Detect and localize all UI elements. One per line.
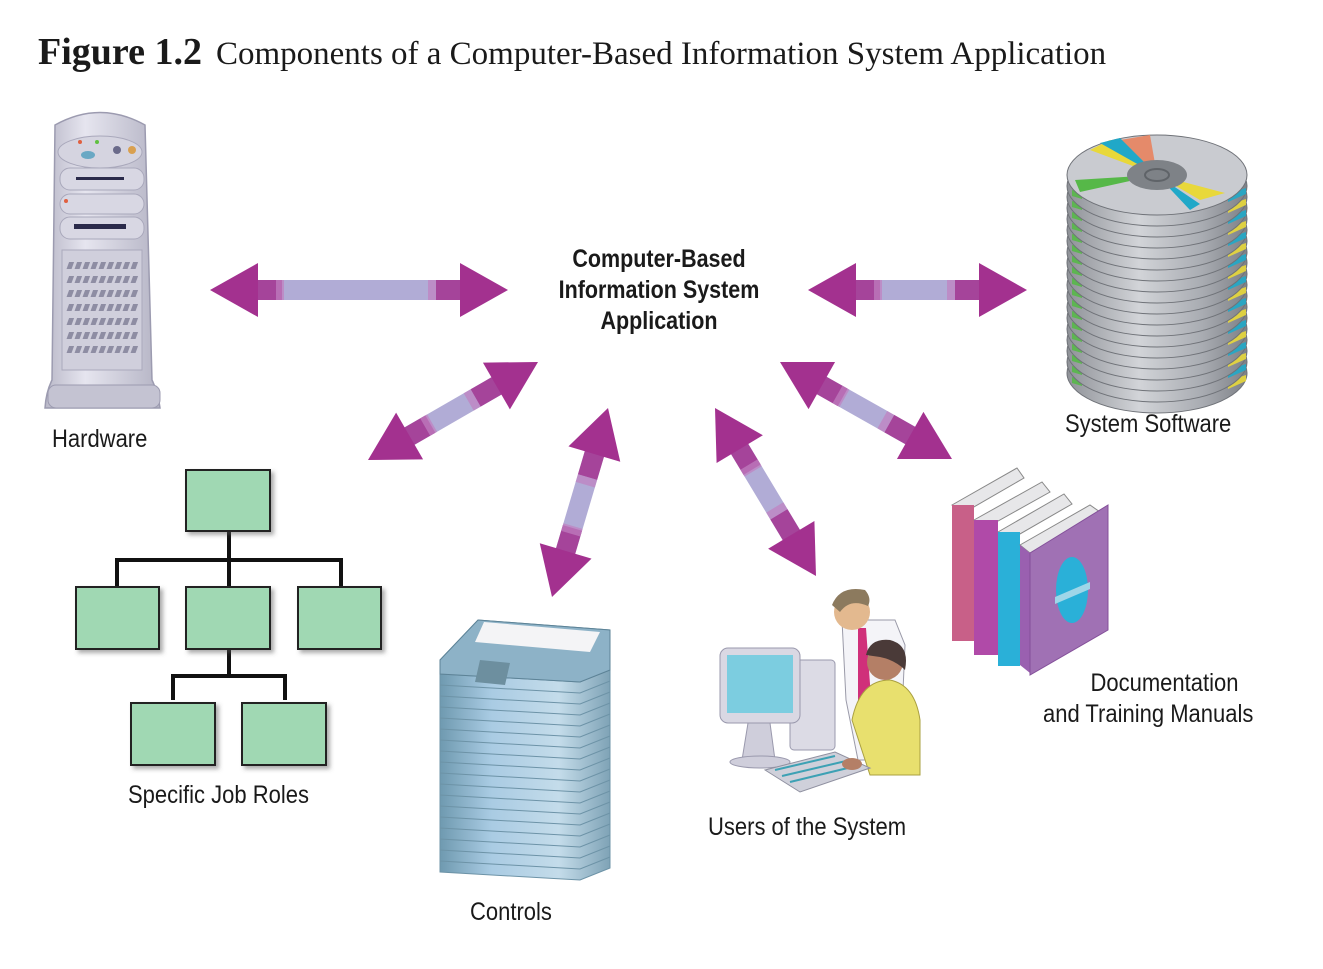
label-documentation-line-1: Documentation <box>1090 669 1239 697</box>
computer-tower-icon <box>44 111 161 409</box>
label-controls: Controls <box>470 898 552 926</box>
center-line-1: Computer-Based <box>572 245 746 273</box>
users-at-computer-icon <box>719 589 921 793</box>
arrow-users <box>715 408 817 577</box>
center-node-label: Computer-Based Information System Applic… <box>539 244 778 337</box>
arrow-hardware <box>210 263 508 317</box>
figure-title: Figure 1.2 Components of a Computer-Based… <box>38 30 1106 74</box>
label-users: Users of the System <box>708 813 907 841</box>
label-job-roles: Specific Job Roles <box>128 781 309 809</box>
arrow-documentation <box>780 362 952 459</box>
arrow-system-software <box>808 263 1027 317</box>
center-line-3: Application <box>600 307 718 335</box>
figure-number: Figure 1.2 <box>38 31 202 73</box>
org-chart-icon <box>75 469 382 766</box>
center-line-2: Information System <box>558 276 760 304</box>
books-icon <box>951 467 1109 676</box>
label-documentation-line-2: and Training Manuals <box>1043 700 1254 728</box>
arrow-controls <box>539 407 621 597</box>
arrow-job-roles <box>368 361 539 460</box>
figure-caption: Components of a Computer-Based Informati… <box>215 36 1107 72</box>
floppy-disk-stack-icon <box>439 619 611 881</box>
cd-stack-icon <box>1066 134 1248 414</box>
label-hardware: Hardware <box>52 425 148 453</box>
label-system-software: System Software <box>1065 410 1232 438</box>
label-documentation: Documentation and Training Manuals <box>1043 668 1253 730</box>
